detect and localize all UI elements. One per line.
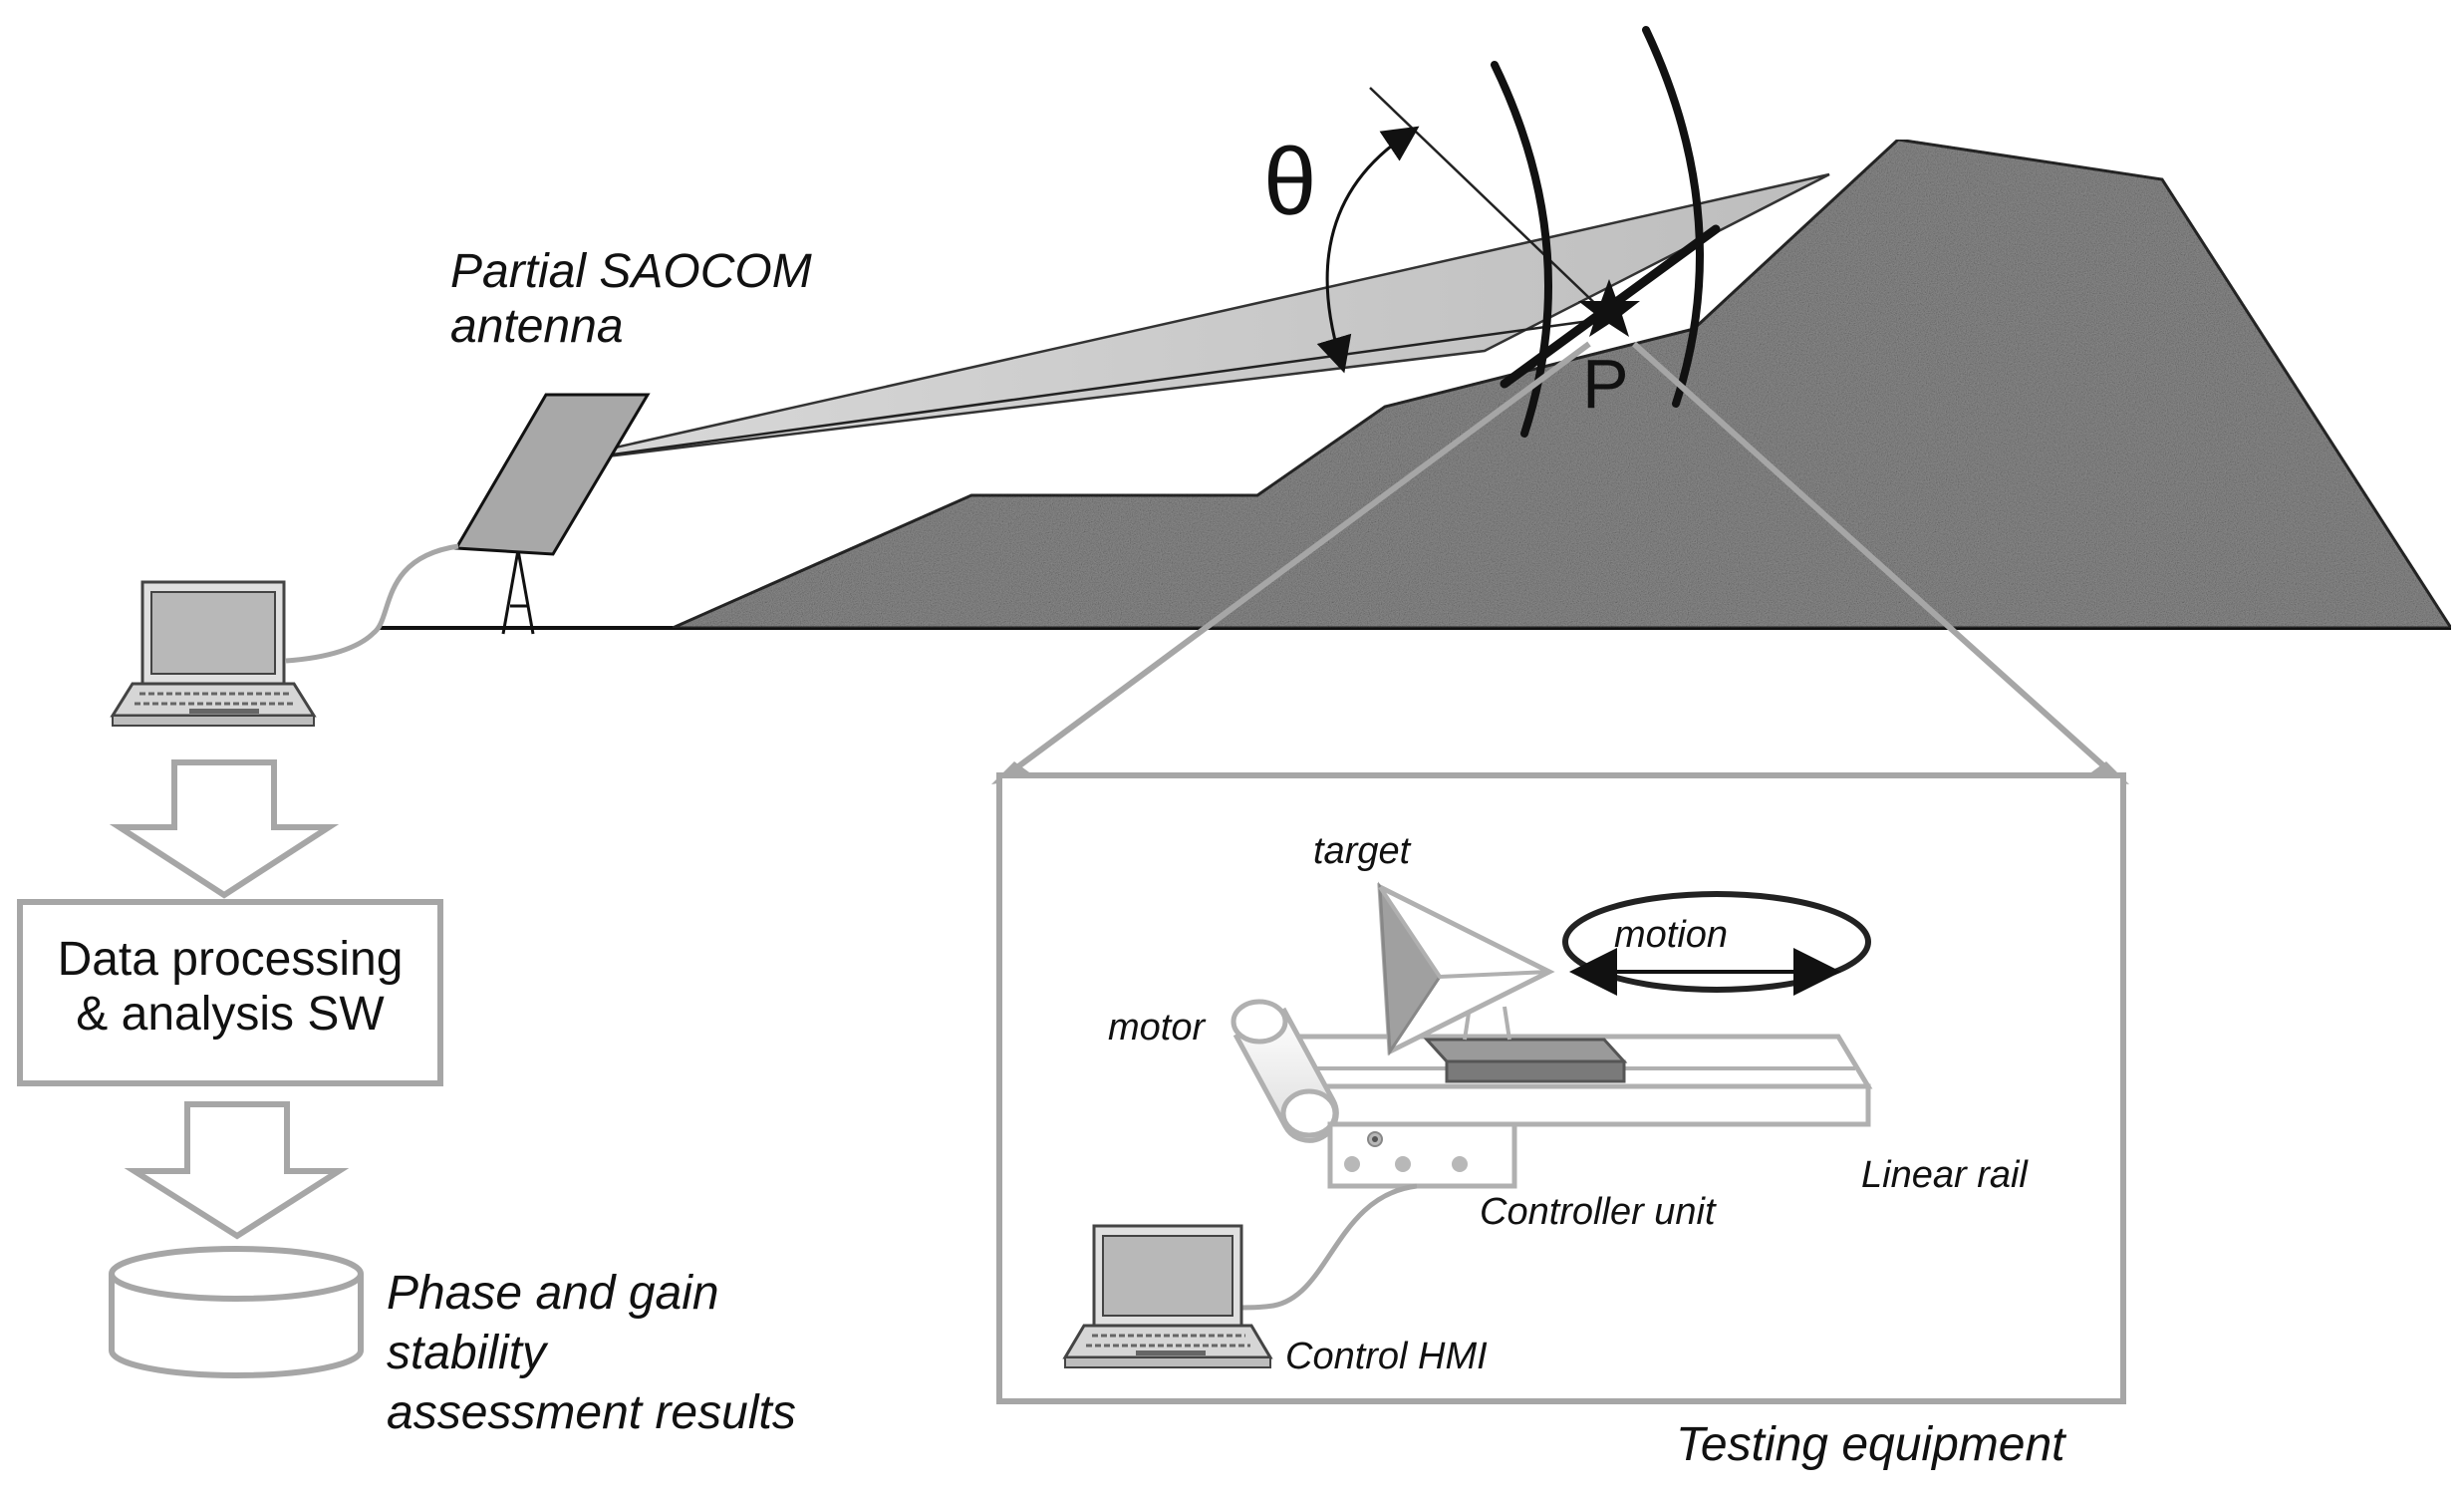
laptop-icon bbox=[110, 580, 317, 727]
antenna-label: Partial SAOCOM antenna bbox=[450, 245, 812, 354]
motor-label: motor bbox=[1108, 1007, 1206, 1049]
process-arrow-1 bbox=[109, 759, 340, 899]
beam-centerline bbox=[539, 317, 1605, 466]
theta-angle-arc bbox=[1316, 126, 1420, 374]
hmi-laptop-icon bbox=[1062, 1224, 1273, 1368]
zoom-line-right bbox=[1631, 341, 2117, 778]
motion-label: motion bbox=[1614, 914, 1729, 956]
target-label: target bbox=[1313, 830, 1411, 872]
process-arrow-2 bbox=[124, 1101, 350, 1240]
zoom-line-left bbox=[1004, 341, 1591, 778]
control-hmi-label: Control HMI bbox=[1285, 1336, 1488, 1377]
processing-box bbox=[17, 899, 443, 1086]
results-label: Phase and gain stability assessment resu… bbox=[387, 1267, 796, 1439]
controller-unit-icon bbox=[1327, 1121, 1517, 1189]
wavefront-arc-right bbox=[1642, 26, 1704, 408]
linear-rail-label: Linear rail bbox=[1861, 1154, 2028, 1196]
controller-unit-label: Controller unit bbox=[1480, 1191, 1716, 1233]
theta-label: θ bbox=[1263, 129, 1317, 235]
antenna-icon bbox=[453, 393, 651, 635]
surface-normal-line bbox=[1369, 87, 1610, 318]
testing-equipment-label: Testing equipment bbox=[1676, 1418, 2065, 1471]
trihedral-target-icon bbox=[1377, 881, 1555, 1056]
carriage-block bbox=[1423, 1038, 1628, 1083]
hmi-cable bbox=[1239, 1183, 1418, 1311]
results-database-icon bbox=[109, 1246, 364, 1378]
point-p-label: P bbox=[1582, 345, 1629, 423]
motor-roller-icon bbox=[1231, 999, 1339, 1143]
antenna-cable bbox=[285, 543, 459, 664]
point-p-star bbox=[1578, 279, 1640, 337]
processing-label: Data processing & analysis SW bbox=[57, 933, 404, 1042]
radar-beam bbox=[539, 172, 1830, 466]
